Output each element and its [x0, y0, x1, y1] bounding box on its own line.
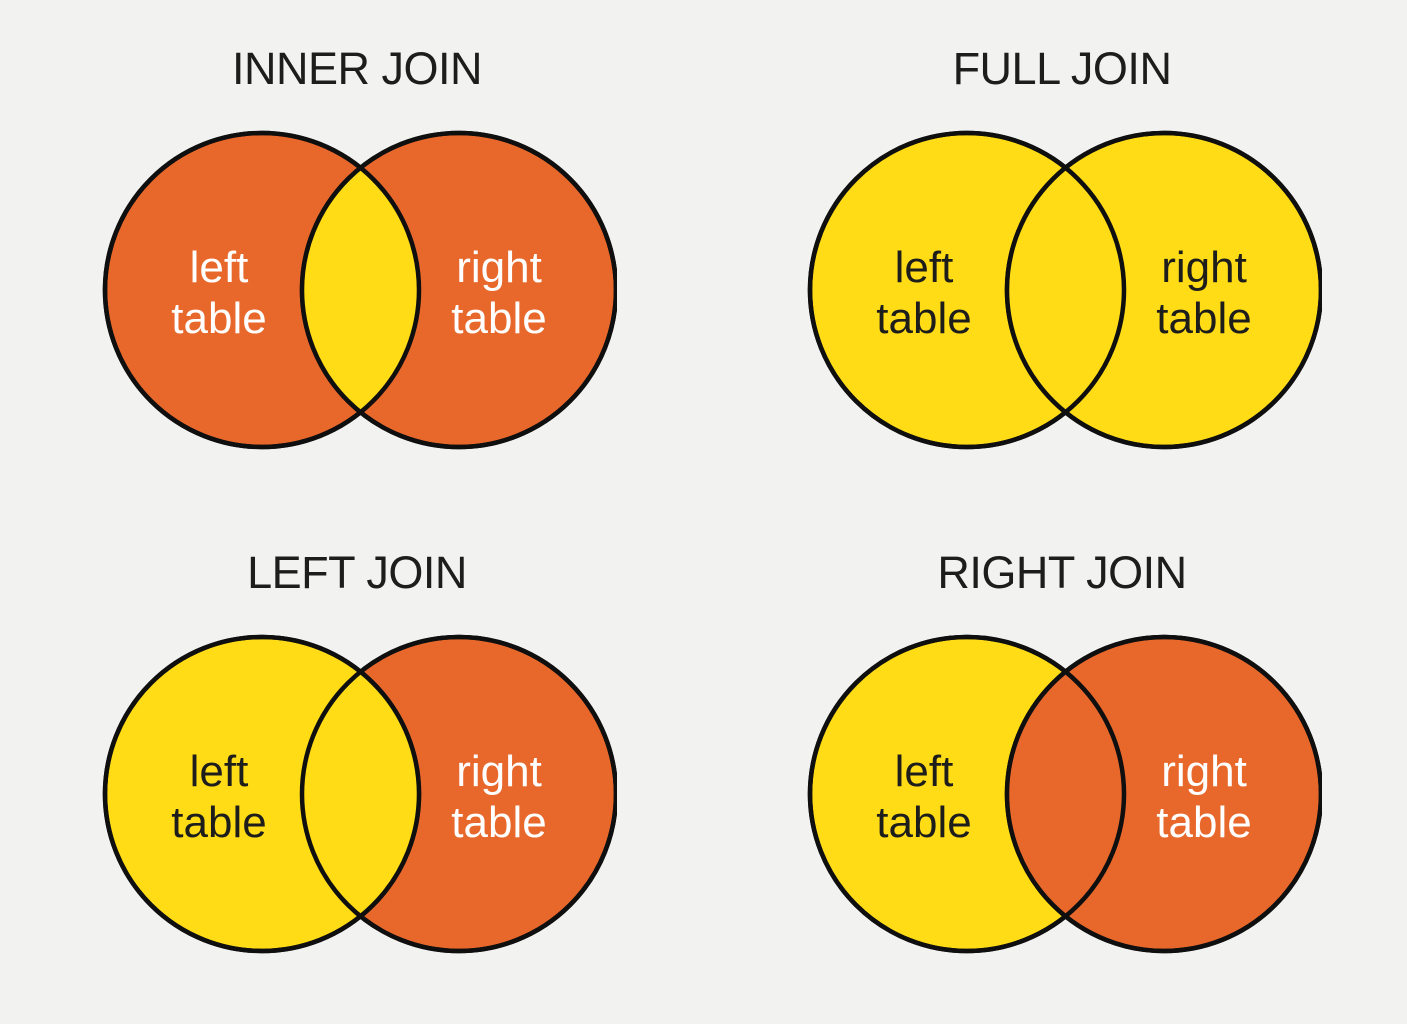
intersection-region — [1007, 133, 1124, 447]
left-circle-outline — [807, 130, 1127, 450]
inner-join-venn-diagram: left table right table — [102, 130, 617, 450]
left-circle-outline — [807, 634, 1127, 954]
left-table-label-line2: table — [876, 798, 971, 847]
left-table-label-line2: table — [171, 798, 266, 847]
right-table-label-line2: table — [1156, 798, 1251, 847]
right-join-venn-diagram: left table right table — [807, 634, 1322, 954]
intersection-region — [302, 133, 419, 447]
full-join-title: FULL JOIN — [952, 43, 1172, 94]
left-join-title: LEFT JOIN — [247, 547, 467, 598]
right-table-label-line1: right — [456, 243, 542, 292]
right-join-title: RIGHT JOIN — [937, 547, 1187, 598]
left-table-label-line2: table — [876, 294, 971, 343]
right-table-label-line1: right — [456, 747, 542, 796]
intersection-region — [302, 637, 419, 951]
right-table-label-line1: right — [1161, 243, 1247, 292]
left-circle-outline — [102, 634, 422, 954]
left-join-venn-diagram: left table right table — [102, 634, 617, 954]
inner-join-title: INNER JOIN — [231, 43, 483, 94]
left-table-label-line1: left — [190, 747, 249, 796]
left-table-label-line1: left — [190, 243, 249, 292]
left-table-label-line1: left — [895, 243, 954, 292]
left-table-label-line1: left — [895, 747, 954, 796]
right-circle-outline — [299, 130, 617, 450]
intersection-region — [1007, 637, 1124, 951]
left-table-label-line2: table — [171, 294, 266, 343]
full-join-venn-diagram: left table right table — [807, 130, 1322, 450]
right-circle-outline — [1004, 130, 1322, 450]
right-circle-outline — [299, 634, 617, 954]
right-table-label-line2: table — [451, 294, 546, 343]
right-table-label-line2: table — [1156, 294, 1251, 343]
left-circle-outline — [102, 130, 422, 450]
right-table-label-line1: right — [1161, 747, 1247, 796]
right-circle-outline — [1004, 634, 1322, 954]
right-table-label-line2: table — [451, 798, 546, 847]
